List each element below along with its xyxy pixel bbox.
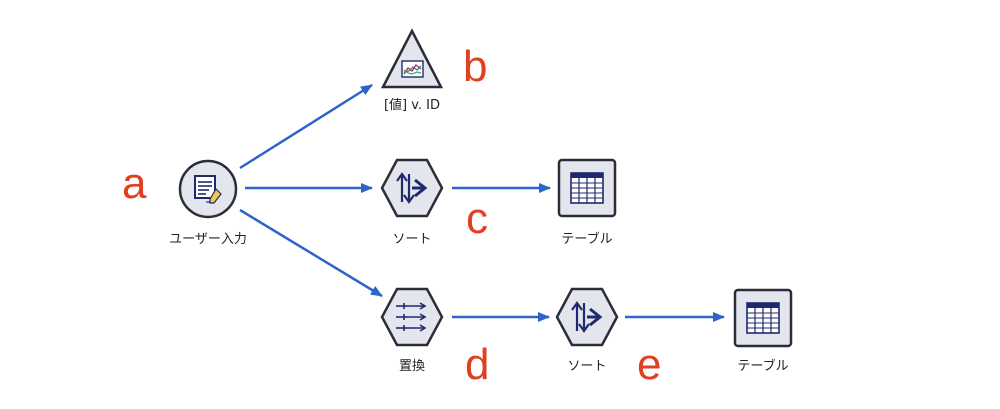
node-label-sort-1: ソート [392, 232, 432, 247]
table-icon [557, 158, 617, 218]
node-table-2[interactable] [732, 287, 796, 351]
node-sort-2[interactable] [555, 285, 619, 349]
edge-user-input-to-plot [239, 83, 373, 170]
node-label-replace: 置換 [398, 359, 425, 374]
edge-user-input-to-replace [239, 208, 383, 298]
node-label-user-input: ユーザー入力 [169, 232, 247, 247]
marker-a: a [122, 159, 147, 208]
node-replace[interactable] [380, 285, 444, 349]
node-user-input[interactable] [176, 157, 240, 221]
node-sort-1[interactable] [380, 156, 444, 220]
node-label-plot: [値] v. ID [383, 98, 441, 113]
node-plot[interactable] [380, 28, 444, 92]
node-label-sort-2: ソート [567, 359, 607, 374]
user-input-icon [178, 159, 238, 219]
marker-e: e [637, 340, 662, 389]
sort-icon [555, 287, 619, 347]
marker-d: d [465, 340, 490, 389]
sort-icon [380, 158, 444, 218]
node-label-table-2: テーブル [737, 359, 789, 374]
plot-chart-icon [380, 28, 444, 89]
marker-c: c [466, 194, 488, 243]
node-label-table-1: テーブル [561, 232, 613, 247]
table-icon [733, 288, 793, 348]
node-table-1[interactable] [556, 157, 620, 221]
replace-icon [380, 287, 444, 347]
marker-b: b [463, 42, 488, 91]
